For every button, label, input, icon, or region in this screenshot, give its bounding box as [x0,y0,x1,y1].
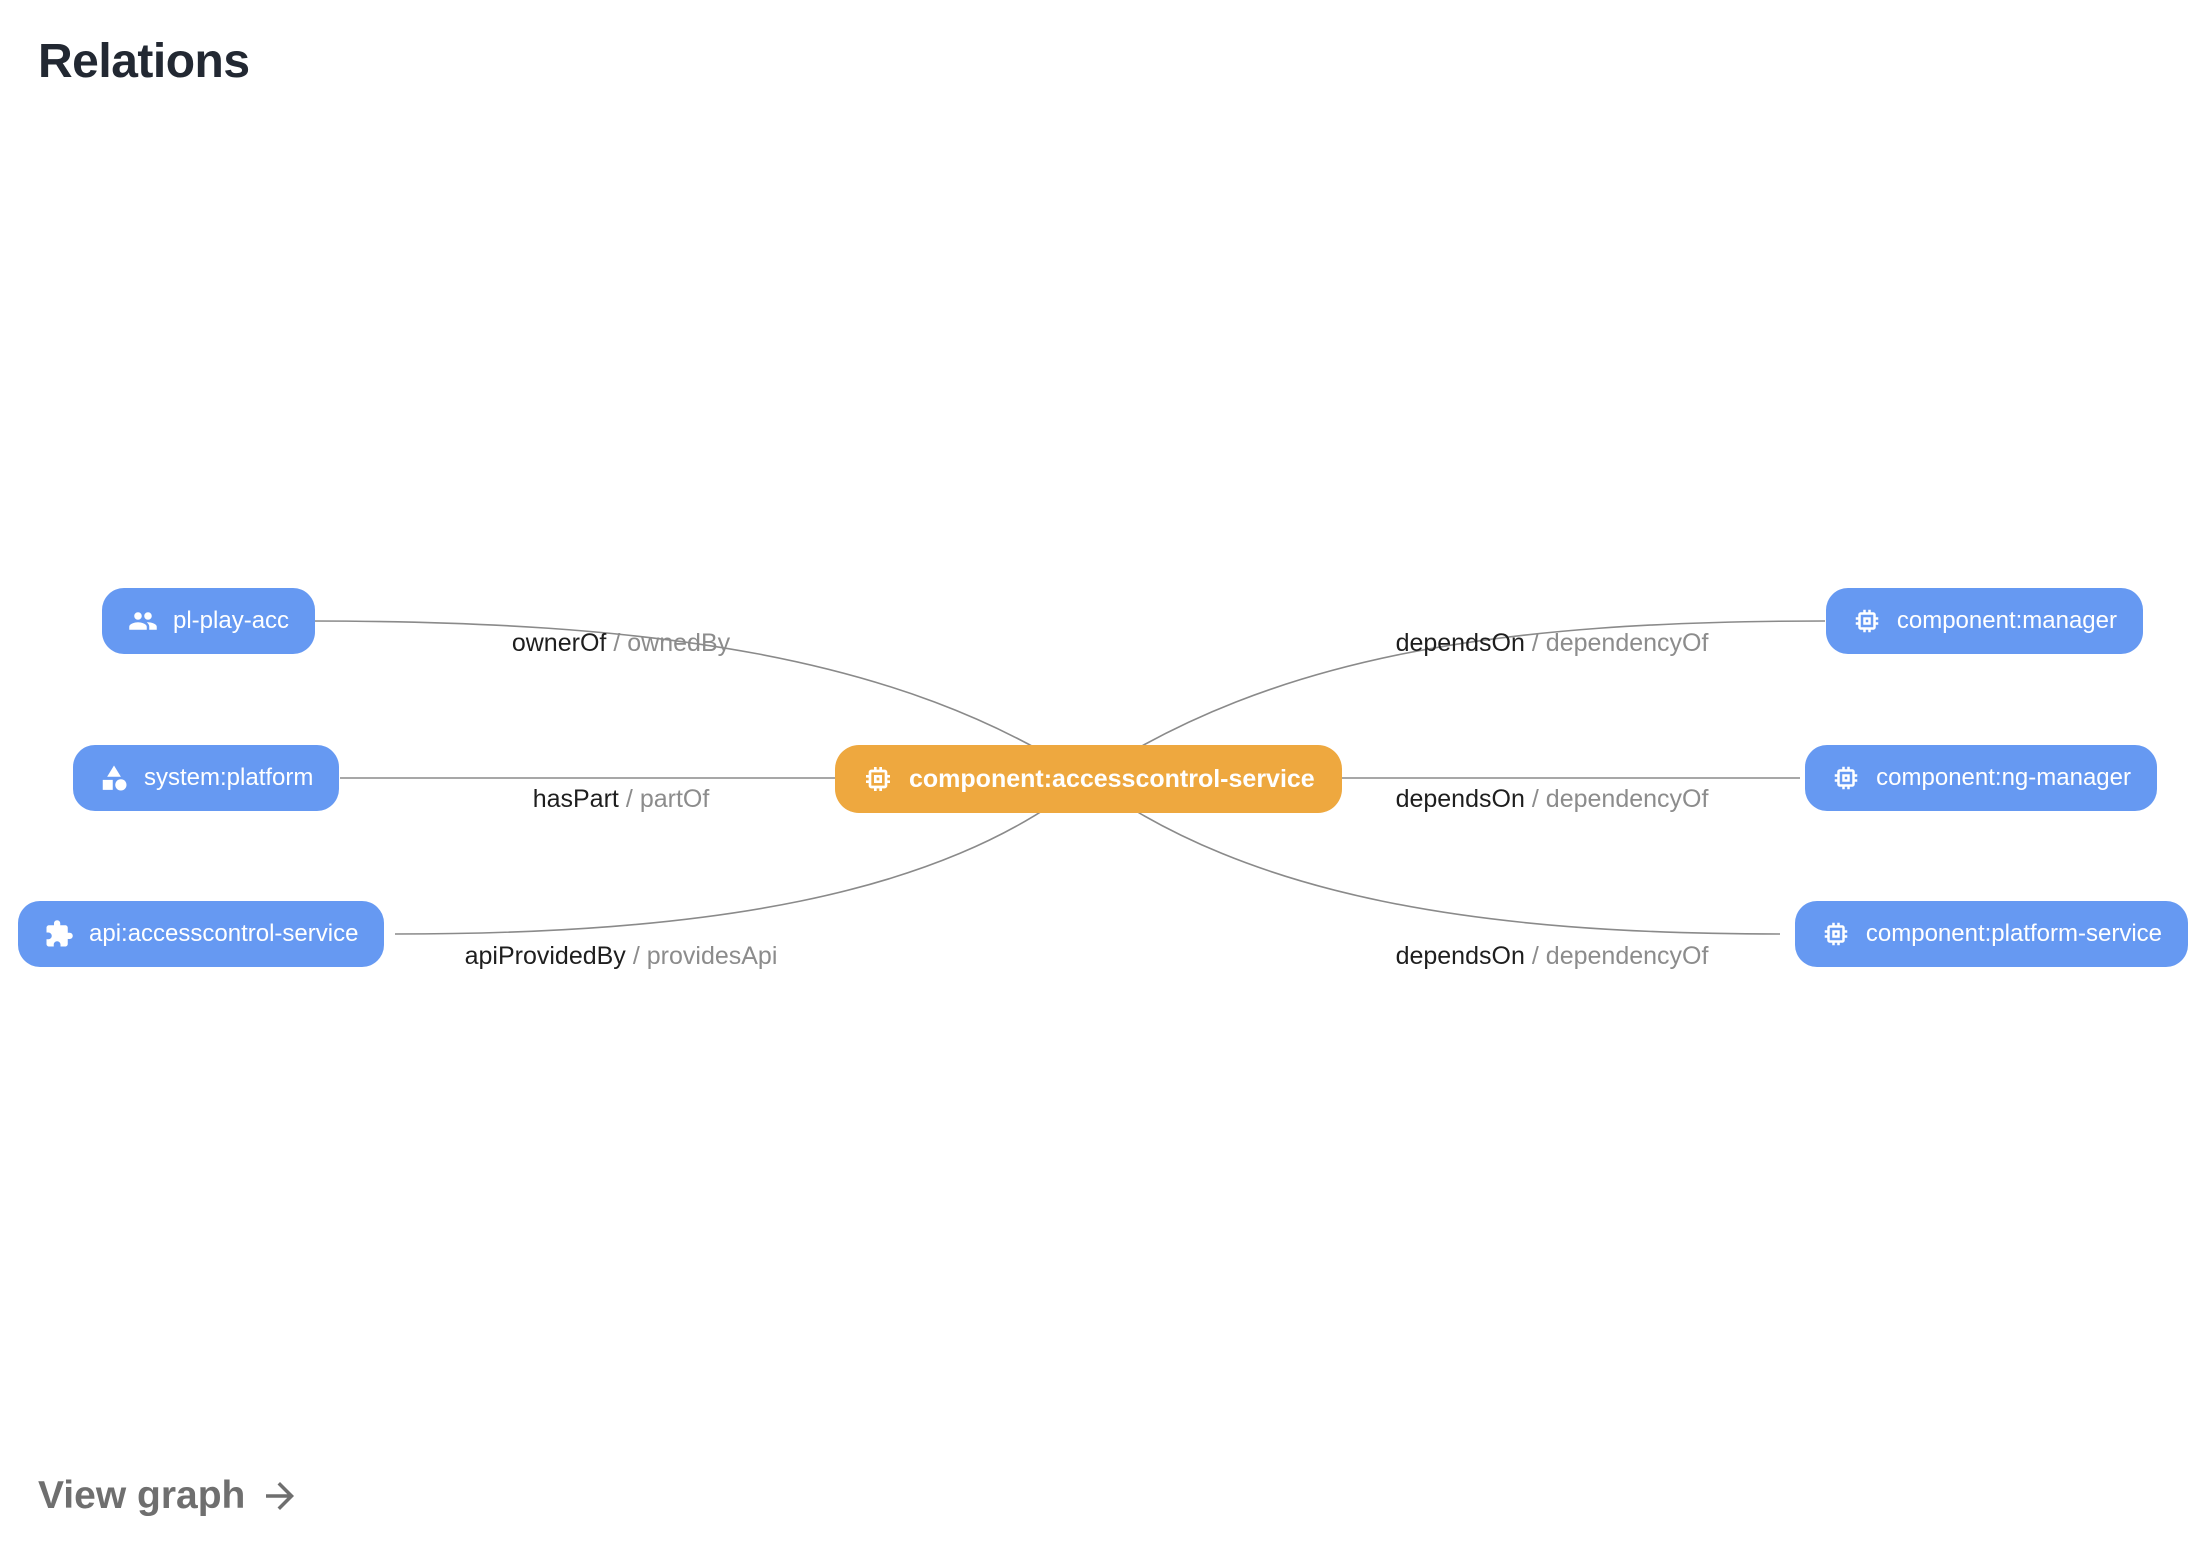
node-label: component:ng-manager [1876,764,2131,791]
node-label: pl-play-acc [173,607,290,634]
edge-reverse-label: dependencyOf [1545,629,1709,657]
edge-separator: / [632,942,640,970]
edge-separator: / [613,629,621,657]
edge-label-hasPart: hasPart/partOf [533,784,710,814]
node-pl-play-acc[interactable]: pl-play-acc [102,588,316,654]
node-component-manager[interactable]: component:manager [1825,588,2143,654]
edge-separator: / [1531,942,1539,970]
edge-label-dependsOn-ng-manager: dependsOn/dependencyOf [1396,784,1709,814]
node-label: component:platform-service [1865,920,2162,947]
node-component-platform-service[interactable]: component:platform-service [1794,901,2188,967]
edge-forward-label: dependsOn [1395,942,1525,970]
chip-icon [1831,763,1861,793]
edge-separator: / [1531,785,1539,813]
edge-forward-label: dependsOn [1395,629,1525,657]
node-api-accesscontrol-service[interactable]: api:accesscontrol-service [18,901,385,967]
chip-icon [862,763,894,795]
edge-label-apiProvidedBy: apiProvidedBy/providesApi [465,941,778,971]
node-component-ng-manager[interactable]: component:ng-manager [1805,745,2157,811]
edge-label-ownerOf: ownerOf/ownedBy [512,628,730,658]
view-graph-label: View graph [38,1474,246,1517]
edge-apiProvidedBy [394,778,1088,935]
edge-reverse-label: providesApi [646,942,778,970]
category-icon [99,763,129,793]
edge-forward-label: apiProvidedBy [464,942,626,970]
edge-label-dependsOn-platform-service: dependsOn/dependencyOf [1396,941,1709,971]
node-label: component:accesscontrol-service [909,764,1315,793]
edge-reverse-label: partOf [639,785,710,813]
edge-forward-label: dependsOn [1395,785,1525,813]
edge-reverse-label: dependencyOf [1545,785,1709,813]
edge-dependsOn-manager [1086,620,1826,780]
chip-icon [1852,606,1882,636]
node-component-accesscontrol-service[interactable]: component:accesscontrol-service [835,745,1342,813]
edge-separator: / [625,785,633,813]
view-graph-link[interactable]: View graph [38,1474,301,1518]
edge-reverse-label: dependencyOf [1545,942,1709,970]
puzzle-icon [44,919,74,949]
arrow-right-icon [266,1482,295,1510]
node-label: component:manager [1896,607,2117,634]
edge-dependsOn-platform-service [1086,778,1781,935]
node-system-platform[interactable]: system:platform [73,745,340,811]
page-title: Relations [38,35,250,88]
node-label: api:accesscontrol-service [89,920,359,947]
chip-icon [1821,919,1851,949]
node-label: system:platform [144,764,314,791]
edge-forward-label: hasPart [532,785,619,813]
edge-separator: / [1531,629,1539,657]
edge-forward-label: ownerOf [511,629,607,657]
edge-label-dependsOn-manager: dependsOn/dependencyOf [1396,628,1709,658]
group-icon [128,606,158,636]
edge-reverse-label: ownedBy [627,629,731,657]
edge-ownerOf [309,620,1088,780]
